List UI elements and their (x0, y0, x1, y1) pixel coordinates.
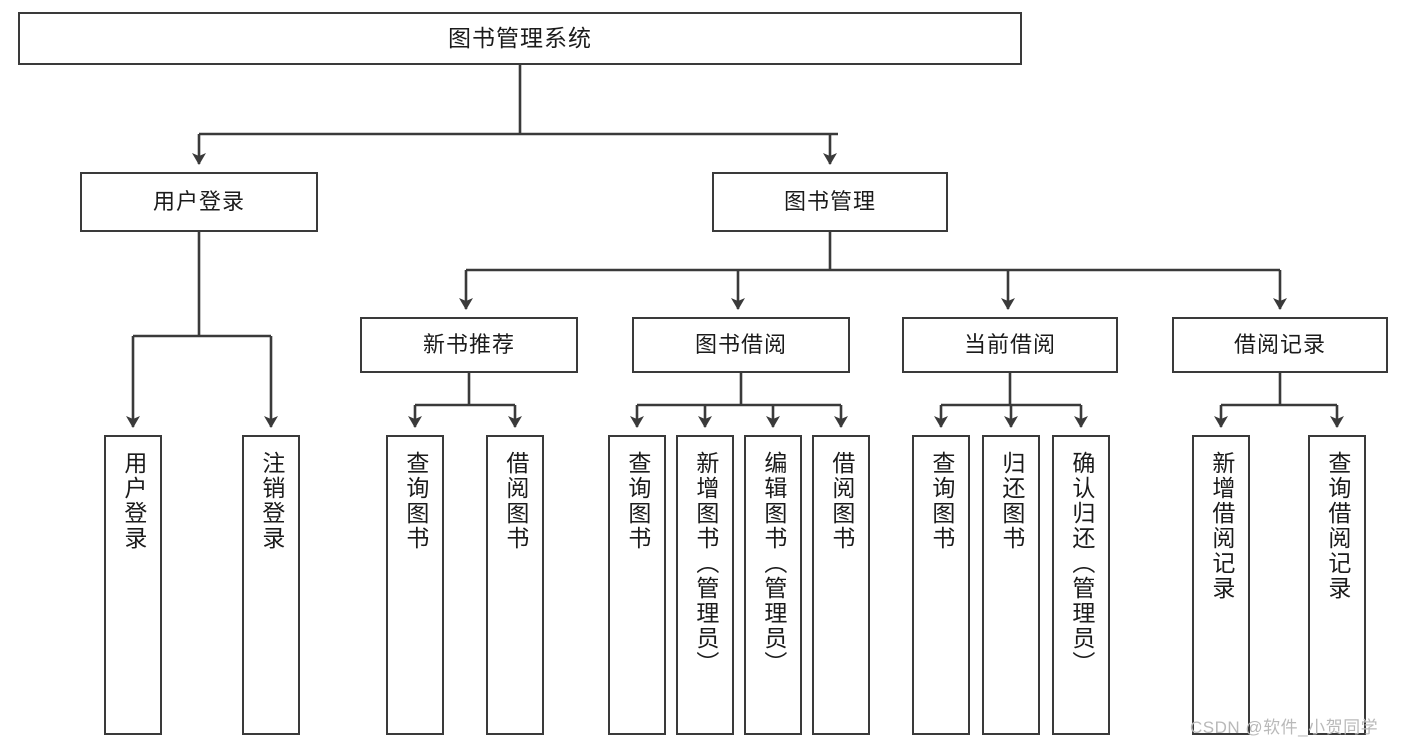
csdn-watermark: CSDN @软件_小贺同学 (1190, 718, 1379, 737)
node-leaf-user-logout[interactable]: 注销登录 (242, 435, 300, 735)
node-label: 查询图书 (928, 451, 955, 551)
node-label: 归还图书 (998, 451, 1025, 551)
node-label: 编辑图书（管理员） (760, 451, 787, 676)
node-current-borrow[interactable]: 当前借阅 (902, 317, 1118, 373)
node-label: 借阅图书 (502, 451, 529, 551)
node-label: 确认归还（管理员） (1068, 451, 1095, 676)
node-label: 图书管理 (783, 189, 876, 214)
node-leaf-confirm-return-admin[interactable]: 确认归还（管理员） (1052, 435, 1110, 735)
node-book-management-system[interactable]: 图书管理系统 (18, 12, 1022, 65)
node-label: 图书管理系统 (448, 25, 592, 51)
node-label: 用户登录 (120, 451, 147, 551)
node-label: 借阅记录 (1233, 332, 1326, 357)
node-book-management[interactable]: 图书管理 (712, 172, 948, 232)
node-leaf-query-borrow-record[interactable]: 查询借阅记录 (1308, 435, 1366, 735)
node-leaf-query-book-current[interactable]: 查询图书 (912, 435, 970, 735)
node-label: 当前借阅 (963, 332, 1056, 357)
node-borrow-record[interactable]: 借阅记录 (1172, 317, 1388, 373)
node-label: 查询图书 (624, 451, 651, 551)
node-leaf-user-login[interactable]: 用户登录 (104, 435, 162, 735)
node-leaf-add-borrow-record[interactable]: 新增借阅记录 (1192, 435, 1250, 735)
node-leaf-borrow-book-recommend[interactable]: 借阅图书 (486, 435, 544, 735)
node-new-book-recommend[interactable]: 新书推荐 (360, 317, 578, 373)
node-label: 新增借阅记录 (1208, 451, 1235, 601)
node-leaf-query-book-borrow[interactable]: 查询图书 (608, 435, 666, 735)
node-label: 查询图书 (402, 451, 429, 551)
node-label: 借阅图书 (828, 451, 855, 551)
node-label: 用户登录 (152, 189, 245, 214)
node-user-login[interactable]: 用户登录 (80, 172, 318, 232)
node-label: 新书推荐 (422, 332, 515, 357)
node-leaf-borrow-book[interactable]: 借阅图书 (812, 435, 870, 735)
node-label: 新增图书（管理员） (692, 451, 719, 676)
node-leaf-add-book-admin[interactable]: 新增图书（管理员） (676, 435, 734, 735)
node-leaf-edit-book-admin[interactable]: 编辑图书（管理员） (744, 435, 802, 735)
node-label: 查询借阅记录 (1324, 451, 1351, 601)
node-leaf-query-book-recommend[interactable]: 查询图书 (386, 435, 444, 735)
node-label: 图书借阅 (694, 332, 787, 357)
node-label: 注销登录 (258, 451, 285, 551)
node-leaf-return-book[interactable]: 归还图书 (982, 435, 1040, 735)
node-book-borrow[interactable]: 图书借阅 (632, 317, 850, 373)
